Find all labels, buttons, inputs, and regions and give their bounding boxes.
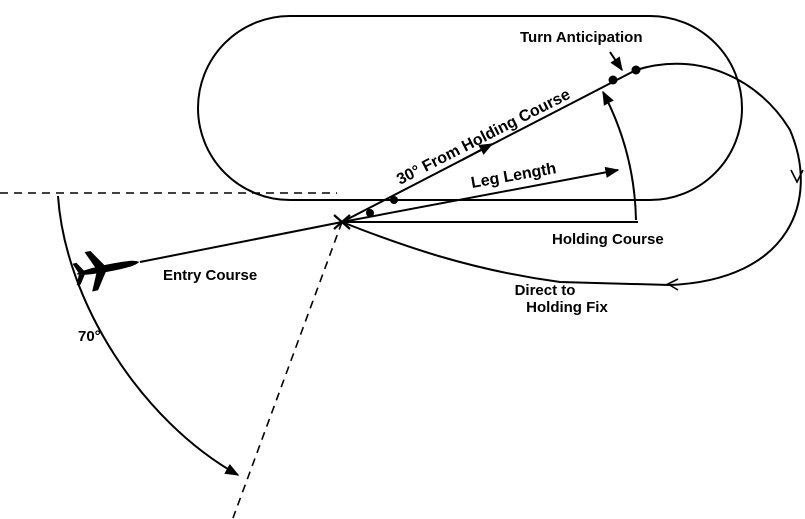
- thirty-degree-arc: [602, 90, 637, 221]
- entry-course-line: [139, 221, 343, 263]
- holding-course-label: Holding Course: [552, 231, 664, 248]
- turn-anticipation-dot-1: [608, 75, 618, 85]
- leg-length-arrow: [341, 166, 620, 223]
- turn-anticipation-label: Turn Anticipation: [520, 29, 642, 46]
- holding-pattern-racetrack: [197, 15, 743, 201]
- position-dot-2: [390, 196, 398, 204]
- thirty-degree-leg-arrow: [461, 143, 494, 161]
- direct-to-label-line2: Holding Fix: [526, 299, 608, 316]
- airplane-icon: [72, 251, 140, 292]
- entry-course-label: Entry Course: [163, 267, 257, 284]
- leg-length-label: Leg Length: [470, 160, 558, 192]
- turn-arrow-right: [790, 169, 804, 184]
- position-dot-1: [366, 209, 374, 217]
- direct-to-label-line1: Direct to: [515, 282, 576, 299]
- return-arrow: [666, 278, 679, 291]
- angle-label: 70°: [78, 328, 101, 345]
- seventy-degree-arc: [57, 195, 240, 476]
- turn-anticipation-pointer: [609, 51, 623, 72]
- fix-x-icon: [333, 214, 351, 230]
- turn-return-path: [341, 62, 802, 287]
- reference-dashed-line: [232, 221, 343, 519]
- turn-anticipation-dot-2: [631, 65, 641, 75]
